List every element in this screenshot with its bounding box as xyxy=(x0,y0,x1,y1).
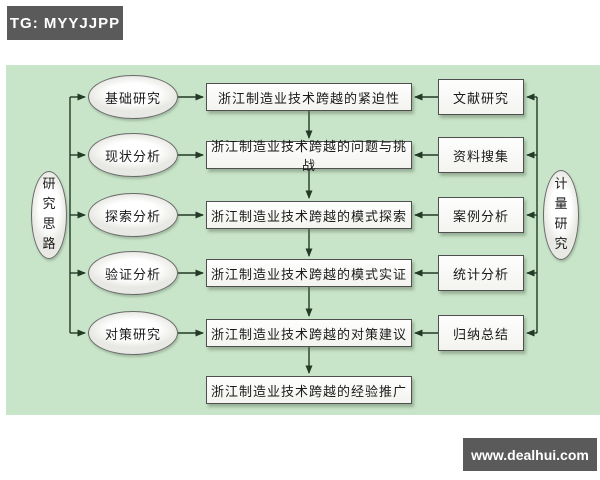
diagram-panel xyxy=(6,65,600,415)
method-box-summary: 归纳总结 xyxy=(438,315,524,351)
method-box-statistical-analysis: 统计分析 xyxy=(438,255,524,291)
method-box-data-collection: 资料搜集 xyxy=(438,137,524,173)
topic-box-model-verification: 浙江制造业技术跨越的模式实证 xyxy=(206,259,412,287)
research-approach-ellipse: 研究思路 xyxy=(31,171,67,259)
stage-ellipse-strategy-research: 对策研究 xyxy=(88,311,178,355)
method-box-case-analysis: 案例分析 xyxy=(438,197,524,233)
stage-ellipse-verification-analysis: 验证分析 xyxy=(88,251,178,295)
stage-ellipse-basic-research: 基础研究 xyxy=(88,75,178,119)
topic-box-problems-challenges: 浙江制造业技术跨越的问题与挑战 xyxy=(206,140,412,174)
topic-box-experience-promotion: 浙江制造业技术跨越的经验推广 xyxy=(206,376,412,404)
stage-ellipse-exploration-analysis: 探索分析 xyxy=(88,193,178,237)
method-box-literature-research: 文献研究 xyxy=(438,79,524,115)
watermark-badge-bottom: www.dealhui.com xyxy=(463,438,597,471)
watermark-badge-top: TG: MYYJJPP xyxy=(7,6,123,40)
topic-box-model-exploration: 浙江制造业技术跨越的模式探索 xyxy=(206,201,412,229)
quantitative-research-label: 计量研究 xyxy=(554,176,568,253)
topic-box-strategy-suggestions: 浙江制造业技术跨越的对策建议 xyxy=(206,319,412,347)
research-approach-label: 研究思路 xyxy=(42,176,56,253)
stage-ellipse-status-analysis: 现状分析 xyxy=(88,133,178,177)
topic-box-urgency: 浙江制造业技术跨越的紧迫性 xyxy=(206,83,412,111)
quantitative-research-ellipse: 计量研究 xyxy=(543,170,579,260)
